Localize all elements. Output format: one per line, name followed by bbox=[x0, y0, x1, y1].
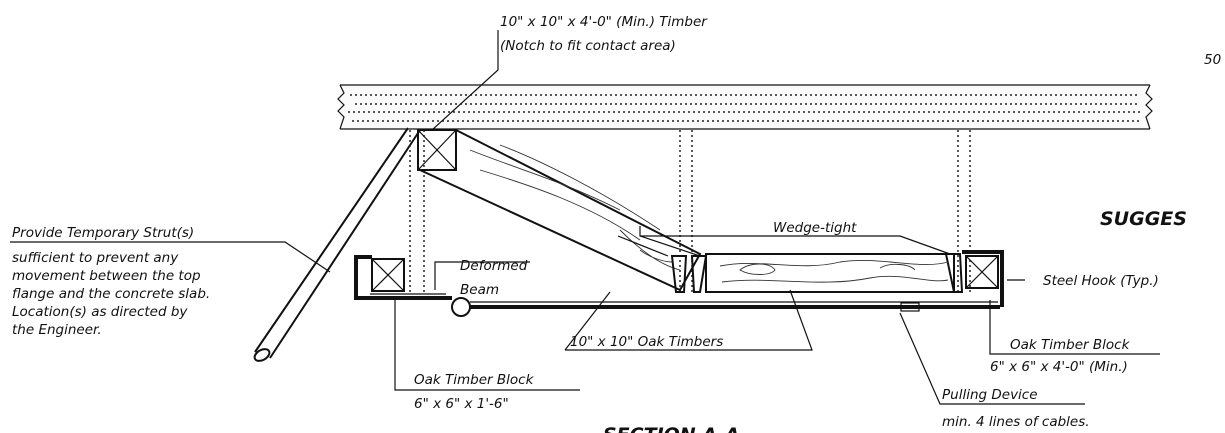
label-pulling-line2: min. 4 lines of cables. bbox=[942, 414, 1090, 430]
leader-lines bbox=[10, 30, 1160, 405]
label-corner-text: 50 bbox=[1204, 52, 1221, 68]
label-oak-timbers: 10" x 10" Oak Timbers bbox=[570, 334, 723, 350]
label-wedge: Wedge-tight bbox=[773, 220, 857, 236]
top-timber-block bbox=[417, 129, 457, 171]
oak-block-left bbox=[371, 258, 405, 292]
wedges bbox=[670, 253, 964, 293]
label-steel-hook: Steel Hook (Typ.) bbox=[1043, 273, 1159, 289]
label-suggest-text: SUGGES bbox=[1100, 208, 1187, 230]
deformed-beam bbox=[354, 250, 1004, 309]
oak-block-right bbox=[965, 255, 999, 289]
label-oak-block-right-line1: Oak Timber Block bbox=[1010, 337, 1131, 353]
label-strut-line1: Provide Temporary Strut(s) bbox=[12, 225, 194, 241]
label-strut-line2: sufficient to prevent any bbox=[12, 250, 179, 266]
label-strut-line5: Location(s) as directed by bbox=[12, 304, 188, 320]
section-title: SECTION A-A bbox=[603, 424, 740, 433]
horizontal-oak-timber bbox=[705, 253, 955, 293]
label-oak-block-right-line2: 6" x 6" x 4'-0" (Min.) bbox=[990, 359, 1128, 375]
label-oak-block-left-line2: 6" x 6" x 1'-6" bbox=[414, 396, 509, 412]
pulling-device bbox=[451, 297, 920, 317]
flange-lines bbox=[409, 130, 971, 295]
temporary-strut bbox=[253, 127, 421, 362]
label-deformed-line1: Deformed bbox=[460, 258, 528, 274]
label-oak-block-left-line1: Oak Timber Block bbox=[414, 372, 535, 388]
label-top-timber-line1: 10" x 10" x 4'-0" (Min.) Timber bbox=[500, 14, 708, 30]
label-strut-line6: the Engineer. bbox=[12, 322, 102, 338]
label-deformed-line2: Beam bbox=[460, 282, 499, 298]
diagonal-oak-timber bbox=[419, 129, 702, 292]
label-top-timber-line2: (Notch to fit contact area) bbox=[500, 38, 676, 54]
label-strut-line3: movement between the top bbox=[12, 268, 201, 284]
label-strut-line4: flange and the concrete slab. bbox=[12, 286, 210, 302]
concrete-slab bbox=[337, 84, 1153, 130]
label-pulling-line1: Pulling Device bbox=[942, 387, 1038, 403]
